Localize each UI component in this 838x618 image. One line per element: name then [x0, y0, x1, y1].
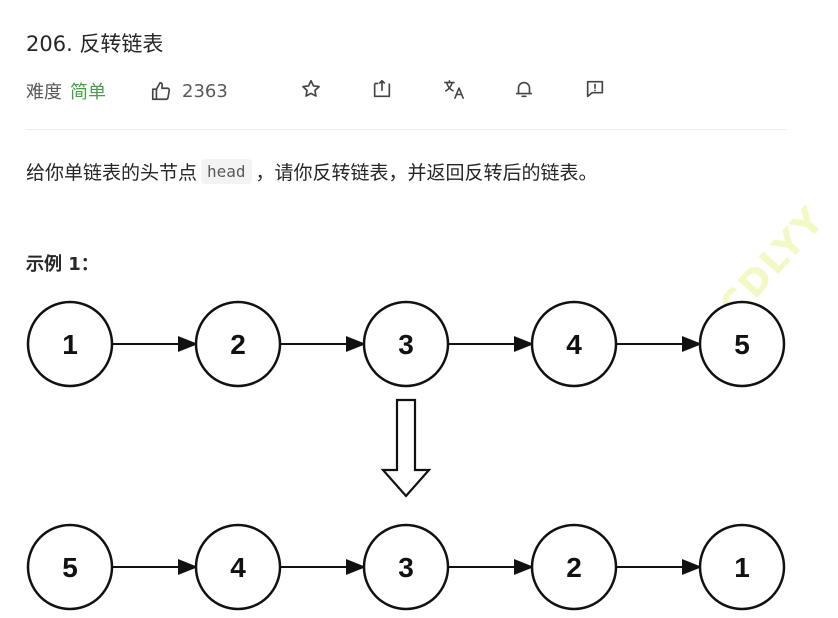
problem-meta-bar: 难度 简单 2363	[26, 76, 228, 106]
node-value: 5	[734, 329, 750, 360]
list-node: 1	[26, 300, 114, 388]
translate-button[interactable]	[440, 75, 468, 103]
node-value: 4	[566, 329, 582, 360]
list-node: 5	[26, 523, 114, 611]
list-node: 4	[194, 523, 282, 611]
share-icon	[373, 79, 391, 98]
node-value: 2	[566, 552, 582, 583]
list-node: 1	[698, 523, 786, 611]
translate-icon	[444, 79, 464, 99]
difficulty-label: 难度	[26, 82, 62, 103]
list-node: 3	[362, 300, 450, 388]
node-value: 4	[230, 552, 246, 583]
description-text-2: ，请你反转链表，并返回反转后的链表。	[255, 162, 598, 184]
subscribe-button[interactable]	[510, 75, 538, 103]
difficulty-badge: 简单	[70, 82, 106, 103]
feedback-icon	[586, 80, 604, 98]
node-value: 2	[230, 329, 246, 360]
list-node: 4	[530, 300, 618, 388]
list-node: 2	[530, 523, 618, 611]
node-value: 5	[62, 552, 78, 583]
problem-title: 206. 反转链表	[26, 32, 164, 56]
example-label: 示例 1：	[26, 254, 99, 275]
list-node: 3	[362, 523, 450, 611]
inline-code-head: head	[201, 159, 252, 184]
favorite-button[interactable]	[297, 75, 325, 103]
like-button[interactable]: 2363	[150, 80, 228, 102]
description-text-1: 给你单链表的头节点	[26, 162, 198, 184]
star-icon	[302, 79, 320, 97]
share-button[interactable]	[368, 75, 396, 103]
problem-description: 给你单链表的头节点 head ，请你反转链表，并返回反转后的链表。	[26, 158, 598, 185]
bell-icon	[515, 81, 533, 98]
linked-list-diagram: 1 2 3 4 5 5 4 3 2 1	[26, 300, 786, 611]
like-count: 2363	[182, 80, 228, 102]
header-divider	[26, 129, 786, 130]
feedback-button[interactable]	[581, 75, 609, 103]
list-node: 5	[698, 300, 786, 388]
down-arrow-icon	[380, 398, 432, 498]
thumbs-up-icon	[151, 81, 171, 101]
list-node: 2	[194, 300, 282, 388]
node-value: 3	[398, 552, 414, 583]
node-value: 3	[398, 329, 414, 360]
node-value: 1	[62, 329, 78, 360]
node-value: 1	[734, 552, 750, 583]
